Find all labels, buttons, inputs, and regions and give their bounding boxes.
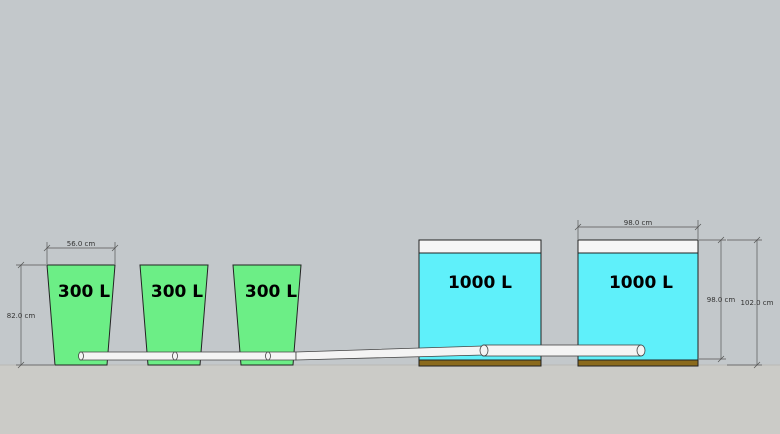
small-tank-3-body xyxy=(232,264,302,366)
dim-small-tank-height xyxy=(16,261,54,369)
large-tank-1-label: 1000 L xyxy=(448,273,512,293)
small-tank-3: 300 L xyxy=(232,264,302,366)
dim-small-tank-width-text: 56.0 cm xyxy=(67,240,96,248)
dim-large-tank-total-height xyxy=(727,236,762,369)
large-tank-2: 1000 L xyxy=(577,239,699,367)
large-tank-1-pallet xyxy=(418,359,542,367)
pipe-joint-2 xyxy=(172,351,178,361)
small-tank-1-label: 300 L xyxy=(58,282,110,302)
pipe-end-cap xyxy=(78,351,84,361)
large-tank-2-label: 1000 L xyxy=(609,273,673,293)
large-tank-2-pallet xyxy=(577,359,699,367)
ground xyxy=(0,365,780,434)
dim-large-tank-total-height-text: 102.0 cm xyxy=(741,299,774,307)
small-tank-1-body xyxy=(46,264,116,366)
large-tank-1: 1000 L xyxy=(418,239,542,367)
small-tank-3-label: 300 L xyxy=(245,282,297,302)
dim-large-tank-water-height-text: 98.0 cm xyxy=(707,296,736,304)
large-tank-2-lid xyxy=(577,239,699,254)
pipe-joint-large-2 xyxy=(636,344,646,357)
small-tank-2: 300 L xyxy=(139,264,209,366)
large-tank-1-body xyxy=(418,252,542,361)
dim-small-tank-width xyxy=(43,242,119,264)
dim-large-tank-width-text: 98.0 cm xyxy=(624,219,653,227)
small-tank-2-body xyxy=(139,264,209,366)
connecting-pipe xyxy=(78,344,646,361)
pipe-joint-large-1 xyxy=(479,344,489,357)
pipe-joint-3 xyxy=(265,351,271,361)
small-tank-1: 300 L xyxy=(46,264,116,366)
dim-small-tank-height-text: 82.0 cm xyxy=(7,312,36,320)
dim-large-tank-width xyxy=(574,220,702,239)
large-tank-1-lid xyxy=(418,239,542,254)
pipe-segment-small-tanks xyxy=(79,351,297,361)
small-tank-2-label: 300 L xyxy=(151,282,203,302)
dim-large-tank-water-height xyxy=(699,236,726,363)
pipe-segment-large-tanks xyxy=(482,344,642,357)
large-tank-2-body xyxy=(577,252,699,361)
